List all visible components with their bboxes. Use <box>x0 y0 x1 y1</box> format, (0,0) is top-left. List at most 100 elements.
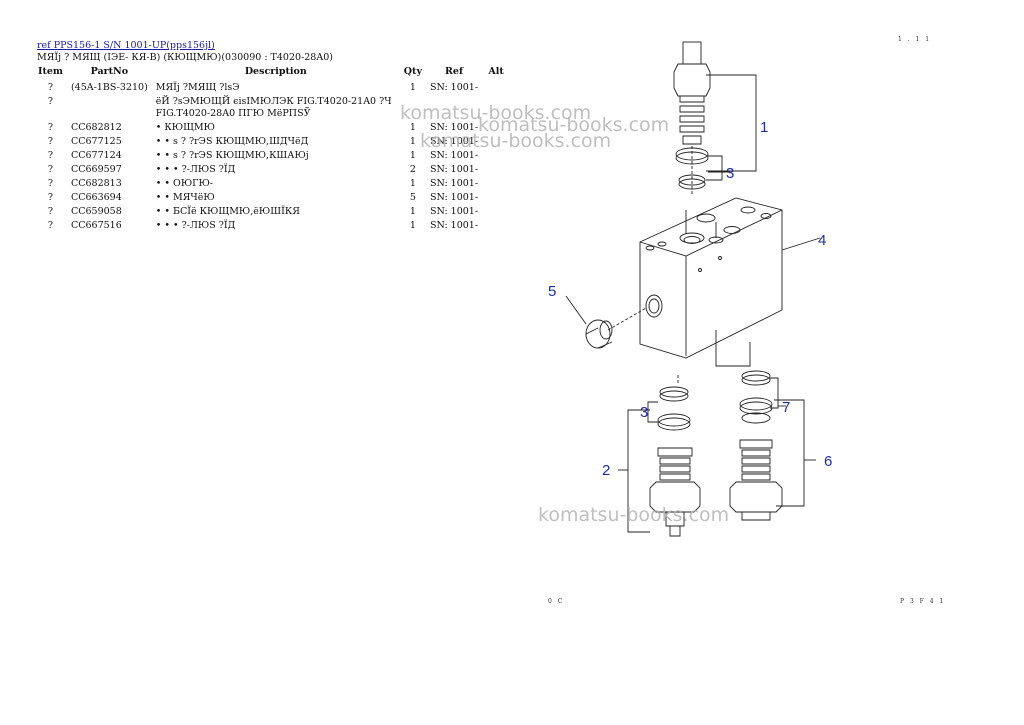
cell-description: • • МЯЧёЮ <box>152 191 400 205</box>
cell-description: • • ОЮГЮ- <box>152 177 400 191</box>
o-ring-right-1 <box>741 370 771 382</box>
o-ring-right-1-inner <box>741 374 771 386</box>
cell-ref: SN: 1001- <box>429 150 479 161</box>
table-row: ? CC669597 • • • ?-ЛЮS ?ЇД 2 SN: 1001- <box>34 163 510 177</box>
valve-body-block <box>639 197 783 359</box>
cell-item: ? <box>47 136 54 147</box>
col-header-alt: Alt <box>488 66 504 77</box>
ref-link[interactable]: ref PPS156-1 S/N 1001-UP(pps156jl) <box>37 40 215 51</box>
header: ref PPS156-1 S/N 1001-UP(pps156jl) <box>37 40 215 52</box>
cell-alt <box>482 177 510 191</box>
watermark-4: komatsu-books.com <box>538 504 730 526</box>
description-line: • • БСЇё КЮЩМЮ,ёЮШЇКЯ <box>155 206 300 217</box>
col-header-qty: Qty <box>403 66 422 77</box>
table-row: ? CC677125 • • s ? ?rЭS КЮЩМЮ,ШДЧёД 1 SN: 10… <box>34 135 510 149</box>
o-ring-bottom-1 <box>659 386 689 398</box>
cell-description: • • БСЇё КЮЩМЮ,ёЮШЇКЯ <box>152 205 400 219</box>
callout-4: 4 <box>818 232 826 249</box>
parts-table: Item PartNo Description Qty Ref Alt ? (45… <box>34 66 510 233</box>
table-header-row: Item PartNo Description Qty Ref Alt <box>34 66 510 81</box>
description-line: FIG.T4020-28A0 ПГЮ МёРПSЎ <box>155 108 311 119</box>
cell-description: • • s ? ?rЭS КЮЩМЮ,ШДЧёД <box>152 135 400 149</box>
description-line: • • ОЮГЮ- <box>155 178 213 189</box>
col-header-item: Item <box>38 66 63 77</box>
cartridge-valve-bottom-left <box>649 447 701 537</box>
col-header-description: Description <box>244 66 307 77</box>
description-line: • • • ?-ЛЮS ?ЇД <box>155 220 236 231</box>
watermark-1: komatsu-books.com <box>400 102 592 124</box>
description-line: • • s ? ?rЭS КЮЩМЮ,КШАЮj <box>155 150 309 161</box>
cell-item: ? <box>47 150 54 161</box>
cell-ref: SN: 1001- <box>429 164 479 175</box>
description-line: ёЙ ?sЭМЮЩЙ єisІМЮЛЭК FIG.T4020-21A0 ?Ч <box>155 96 392 107</box>
cell-description: МЯЇј ?МЯЩ ?lsЭ <box>152 81 400 95</box>
cell-qty: 5 <box>409 192 416 203</box>
cell-alt <box>482 163 510 177</box>
description-line: • • • ?-ЛЮS ?ЇД <box>155 164 236 175</box>
cell-qty: 2 <box>409 164 416 175</box>
callout-3-top: 3 <box>726 165 734 182</box>
cell-ref: SN: 1001- <box>429 192 479 203</box>
cell-partno <box>67 95 152 121</box>
diagram-linework <box>565 41 821 537</box>
cartridge-valve-bottom-right <box>729 439 783 521</box>
table-row: ? CC659058 • • БСЇё КЮЩМЮ,ёЮШЇКЯ 1 SN: 1001- <box>34 205 510 219</box>
cell-ref: SN: 1001- <box>429 178 479 189</box>
callout-1: 1 <box>760 119 768 136</box>
cell-qty: 1 <box>409 206 416 217</box>
o-ring-top-2 <box>678 174 706 186</box>
col-header-ref: Ref <box>445 66 464 77</box>
cell-partno: CC659058 <box>70 206 122 217</box>
cell-description: • • s ? ?rЭS КЮЩМЮ,КШАЮj <box>152 149 400 163</box>
o-ring-right-2 <box>739 397 773 411</box>
cell-partno: CC677125 <box>70 136 122 147</box>
description-line: • КЮЩМЮ <box>155 122 215 133</box>
cell-partno: CC663694 <box>70 192 122 203</box>
watermark-3: komatsu-books.com <box>420 130 612 152</box>
page-subtitle: МЯЇј ? МЯЩ (ІЭЕ- КЯ-В) (КЮЩМЮ)(030090 : … <box>37 52 333 63</box>
cell-item: ? <box>47 192 54 203</box>
watermark-2: komatsu-books.com <box>478 114 670 136</box>
cell-ref: SN: 1001- <box>429 206 479 217</box>
cell-ref: SN: 1001- <box>429 136 479 147</box>
callout-2: 2 <box>602 462 610 479</box>
cell-qty: 1 <box>409 122 416 133</box>
table-row: ? CC677124 • • s ? ?rЭS КЮЩМЮ,КШАЮj 1 SN: 10… <box>34 149 510 163</box>
plug <box>585 319 613 349</box>
cell-alt <box>482 81 510 95</box>
footer-left-code: 0 C <box>548 598 565 605</box>
callout-6: 6 <box>824 453 832 470</box>
cell-partno: CC669597 <box>70 164 122 175</box>
cell-qty: 1 <box>409 220 416 231</box>
cell-partno: CC667516 <box>70 220 122 231</box>
cell-item: ? <box>47 122 54 133</box>
cell-qty: 1 <box>409 136 416 147</box>
cell-description: • КЮЩМЮ <box>152 121 400 135</box>
col-header-partno: PartNo <box>90 66 129 77</box>
description-line: МЯЇј ?МЯЩ ?lsЭ <box>155 82 240 93</box>
o-ring-bottom-1-inner <box>659 390 689 402</box>
cell-item: ? <box>47 82 54 93</box>
cell-item: ? <box>47 164 54 175</box>
exploded-parts-diagram: 1 2 3 3 4 5 6 7 <box>548 41 832 537</box>
callout-3-bottom: 3 <box>640 404 648 421</box>
cell-qty: 1 <box>409 178 416 189</box>
cell-item: ? <box>47 178 54 189</box>
cell-item: ? <box>47 206 54 217</box>
o-ring-bottom-2-inner <box>657 417 691 431</box>
cartridge-valve-top <box>673 41 711 145</box>
cell-partno: (45A-1BS-3210) <box>70 82 148 93</box>
cell-alt <box>482 205 510 219</box>
cell-partno: CC677124 <box>70 150 122 161</box>
cell-ref: SN: 1001- <box>429 82 479 93</box>
cell-qty: 1 <box>409 150 416 161</box>
footer-right-code: P 3 F 4 1 <box>900 598 946 605</box>
cell-item: ? <box>47 96 54 107</box>
cell-partno: CC682812 <box>70 122 122 133</box>
